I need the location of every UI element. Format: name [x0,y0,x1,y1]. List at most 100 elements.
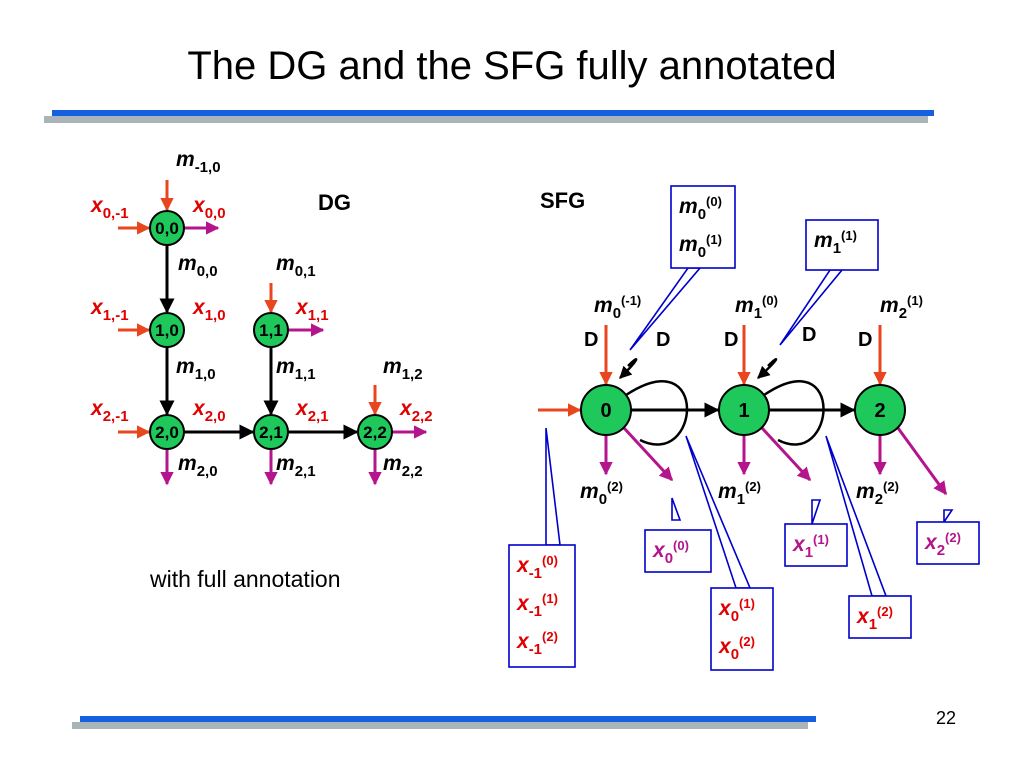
dg-label-x-21: x2,1 [295,397,329,425]
sfg-label-m0-m1: m0(-1) [594,293,641,322]
dg-label-m-12: m1,2 [383,355,423,383]
callout-x0-item: x0(1) [718,596,755,625]
dg-label-x-20: x2,0 [192,397,226,425]
callout-x-in-box [508,544,576,668]
dg-label-m-00: m0,0 [178,252,218,280]
callout-x-in: x-1(0) x-1(1) x-1(2) [508,427,576,668]
dg-label-m-m10: m-1,0 [176,148,221,176]
callout-x22-box [916,521,980,565]
sfg-label-m1-0: m1(0) [735,293,778,322]
sfg-label-m2-2: m2(2) [856,479,899,508]
callout-x12-pointer [825,435,888,597]
dg-label-x-10: x1,0 [192,296,226,324]
dg-title: DG [318,190,351,215]
callout-x-in-item: x-1(0) [516,553,558,582]
sfg-label-m1-2: m1(2) [718,479,761,508]
dg-label-x-21-in: x2,-1 [90,397,129,425]
callout-x11-box [784,523,848,567]
callout-x00-item: x0(0) [652,538,689,567]
sfg-graph: 0 1 2 SFG D D D D Dm0(-1) m1(0) m2(1) m0(2) m1(2) m2(… [508,185,980,671]
dg-node-0-0: 0,0 [149,210,185,246]
callout-x22: x2(2) [916,509,980,565]
page-number: 22 [936,708,957,728]
sfg-loop-0 [625,380,689,446]
callout-m1-item: m1(1) [814,228,857,257]
dg-node-2-1-circle [253,414,289,450]
annotation-caption: with full annotation [150,566,341,592]
bottom-rule-shadow [72,722,808,729]
callout-x12: x1(2) [825,435,912,639]
callout-m0: m0(0) m0(1) [629,185,736,351]
callout-x-in-pointer [545,427,561,546]
callout-m1: m1(1) [779,219,879,346]
dg-node-0-0-label: 0,0 [155,219,179,238]
callout-x-in-item: x-1(1) [516,591,558,620]
dg-label-m-11: m1,1 [276,355,316,383]
sfg-node-2-circle [854,384,906,436]
sfg-node-0: 0 [580,384,632,436]
dg-label-m-21: m2,1 [276,452,316,480]
callout-x00-pointer [671,497,682,521]
dg-label-x-11-in: x1,-1 [90,296,129,324]
dg-node-2-1: 2,1 [253,414,289,450]
sfg-loop-1 [763,380,825,446]
sfg-node-2: 2 [854,384,906,436]
callout-m1-box [805,219,879,271]
top-rule [52,110,934,116]
sfg-loop-0-arrow [619,358,638,379]
dg-node-1-1-circle [253,312,289,348]
sfg-label-m2-1: m2(1) [880,293,923,322]
callout-x-in-item: x-1(2) [516,629,558,658]
callout-x22-item: x2(2) [924,530,961,559]
dg-node-2-2-circle [357,414,393,450]
dg-label-m-22: m2,2 [383,452,423,480]
sfg-delay-0-in: D [584,329,598,351]
dg-node-2-0: 2,0 [149,414,185,450]
dg-node-1-0: 1,0 [149,312,185,348]
sfg-delay-2-in: D [858,329,872,351]
sfg-output-x0 [622,426,674,482]
sfg-node-1: 1 [718,384,770,436]
callout-x11: x1(1) [784,499,848,567]
dg-node-1-0-circle [149,312,185,348]
sfg-delay-1-in: D [724,329,738,351]
slide-title: The DG and the SFG fully annotated [187,44,837,88]
callout-x00: x0(0) [644,497,712,573]
callout-x12-box [848,595,912,639]
dg-node-2-0-label: 2,0 [155,423,179,442]
callout-x00-box [644,529,712,573]
dg-label-m-20: m2,0 [178,452,218,480]
dg-label-m-01: m0,1 [276,252,316,280]
sfg-delay-1-loop: D [802,324,816,346]
dg-node-2-2: 2,2 [357,414,393,450]
callout-x11-item: x1(1) [792,532,829,561]
dg-label-x-00: x0,0 [192,194,226,222]
dg-node-0-0-circle [149,210,185,246]
sfg-label-m0-2: m0(2) [580,479,623,508]
callout-x0: x0(1)x0(2) [685,435,774,671]
sfg-node-2-label: 2 [874,400,885,422]
dg-label-m-10: m1,0 [176,355,216,383]
callout-x11-pointer [811,499,822,525]
dg-node-2-2-label: 2,2 [363,423,387,442]
sfg-title: SFG [540,188,585,213]
dg-label-x-01: x0,-1 [90,194,129,222]
callout-x0-box [710,587,774,671]
sfg-node-0-circle [580,384,632,436]
sfg-delay-0-loop: D [656,329,670,351]
dg-label-x-22: x2,2 [399,397,433,425]
callout-x22-pointer [943,509,954,525]
bottom-rule [80,716,816,722]
dg-node-1-0-label: 1,0 [155,321,179,340]
callout-m0-item: m0(1) [679,232,722,261]
dg-node-1-1-label: 1,1 [259,321,283,340]
callout-m0-item: m0(0) [679,194,722,223]
sfg-loop-1-arrow [757,358,778,379]
sfg-node-0-label: 0 [600,400,611,422]
dg-node-2-0-circle [149,414,185,450]
sfg-node-1-label: 1 [738,400,749,422]
sfg-node-1-circle [718,384,770,436]
dg-node-1-1: 1,1 [253,312,289,348]
